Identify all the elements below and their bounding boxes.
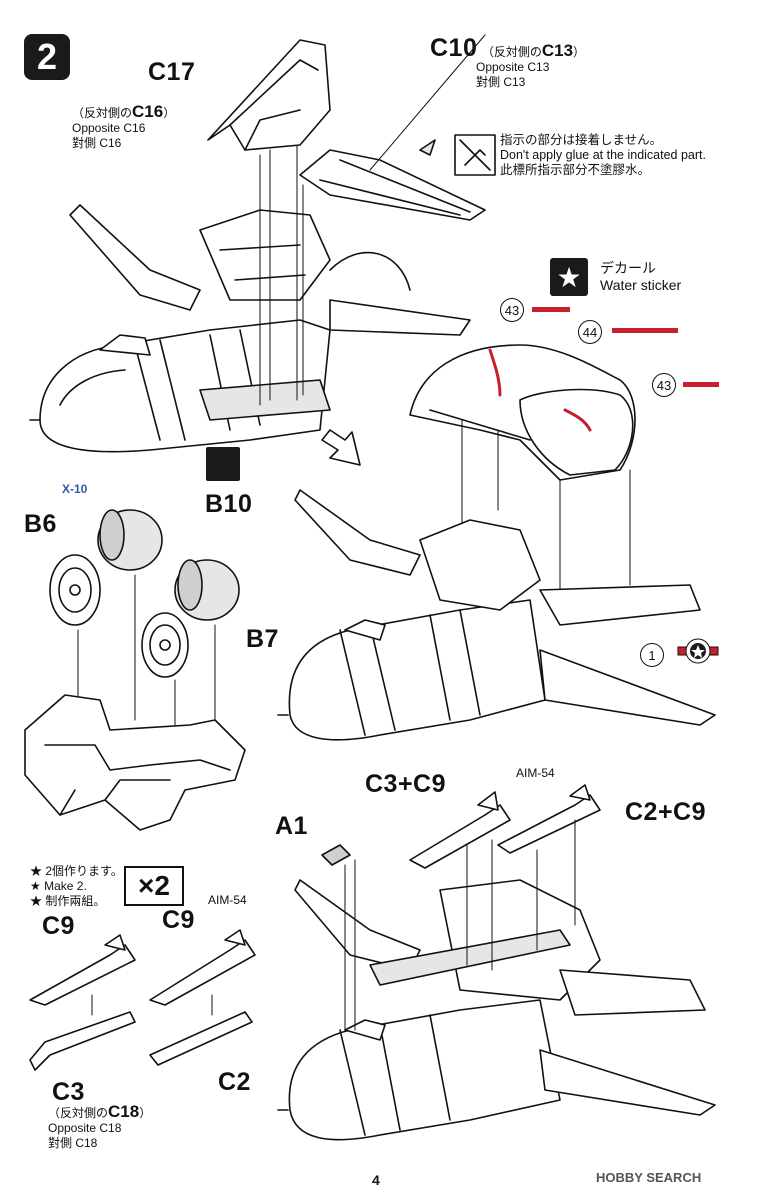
label-c2-c9: C2+C9 <box>625 798 707 826</box>
decal-note: デカール Water sticker <box>600 260 681 294</box>
note-c16-part: C16 <box>132 102 164 121</box>
decal-note-jp: デカール <box>600 260 656 276</box>
fuselage-bottom-drawing <box>277 844 716 1141</box>
decal-number-44: 44 <box>578 320 602 344</box>
star-decal-icon: ★ <box>550 258 588 296</box>
note-c16-jp-suffix: ） <box>163 106 176 120</box>
glue-note: 指示の部分は接着しません。 Don't apply glue at the in… <box>500 133 706 178</box>
note-c10: C10 （反対側のC13） <box>430 34 585 63</box>
make-two-zh: ★ 制作兩組。 <box>30 894 106 908</box>
label-c2: C2 <box>218 1068 251 1096</box>
decal-stripe-44 <box>612 328 678 333</box>
note-c10-opposite: Opposite C13 <box>476 60 550 74</box>
note-c16-zh: 對側 C16 <box>72 136 122 150</box>
make-two-badge: ×2 <box>124 866 184 906</box>
decal-number-1: 1 <box>640 643 664 667</box>
label-b7: B7 <box>246 625 279 653</box>
intake-part-drawing <box>409 344 636 621</box>
missiles-top-drawing <box>409 784 601 971</box>
missiles-left-drawing <box>29 929 256 1071</box>
note-c18-jp-prefix: （反対側の <box>48 1106 109 1120</box>
note-c16: （反対側のC16） Opposite C16 對側 C16 <box>72 102 176 151</box>
note-c10-part: C13 <box>541 41 574 60</box>
label-c17: C17 <box>148 58 196 86</box>
note-c18-part: C18 <box>108 1102 140 1121</box>
roundel-decal-icon <box>676 638 720 664</box>
glue-note-en: Don't apply glue at the indicated part. <box>500 148 706 162</box>
make-two-note: ★ 2個作ります。 ★ Make 2. ★ 制作兩組。 <box>30 864 123 909</box>
label-aim54-top: AIM-54 <box>516 766 555 780</box>
c17-part-drawing <box>207 39 331 406</box>
decal-number-43a: 43 <box>500 298 524 322</box>
note-c10-zh: 對側 C13 <box>476 75 526 89</box>
make-two-en: ★ Make 2. <box>30 879 87 893</box>
no-glue-icon <box>454 134 496 176</box>
label-c9-right: C9 <box>162 906 195 934</box>
label-aim54-left: AIM-54 <box>208 893 247 907</box>
note-c10-jp-suffix: ） <box>573 45 586 59</box>
engine-parts-drawing <box>24 509 246 831</box>
label-c10: C10 <box>430 34 478 62</box>
glue-note-zh: 此標所指示部分不塗膠水。 <box>500 163 651 177</box>
label-a1: A1 <box>275 812 308 840</box>
watermark-logo: HOBBY SEARCH <box>596 1170 702 1185</box>
note-c18: （反対側のC18） Opposite C18 對側 C18 <box>48 1102 152 1151</box>
make-two-jp: ★ 2個作ります。 <box>30 864 123 878</box>
decal-note-en: Water sticker <box>600 277 682 293</box>
glue-note-jp: 指示の部分は接着しません。 <box>500 133 663 147</box>
decal-stripe-43b <box>683 382 719 387</box>
note-c10-sub: Opposite C13 對側 C13 <box>476 60 549 90</box>
fuselage-top-left-drawing <box>29 204 471 453</box>
label-x10: X-10 <box>62 482 88 496</box>
direction-arrow <box>321 429 361 466</box>
fuselage-middle-drawing <box>277 489 716 741</box>
label-b10: B10 <box>205 490 253 518</box>
c10-part-drawing <box>299 34 486 221</box>
page-number: 4 <box>372 1172 380 1188</box>
note-c16-jp-prefix: （反対側の <box>72 106 133 120</box>
note-c18-opposite: Opposite C18 <box>48 1121 122 1135</box>
step-number-badge: 2 <box>24 34 70 80</box>
note-c18-zh: 對側 C18 <box>48 1136 98 1150</box>
note-c16-opposite: Opposite C16 <box>72 121 146 135</box>
label-c3: C3 <box>52 1078 85 1106</box>
note-c18-jp-suffix: ） <box>139 1106 152 1120</box>
decal-stripe-43a <box>532 307 570 312</box>
label-c3-c9: C3+C9 <box>365 770 447 798</box>
label-c9-left: C9 <box>42 912 75 940</box>
note-c10-jp-prefix: （反対側の <box>481 45 542 59</box>
paint-brush-icon <box>206 447 240 481</box>
decal-number-43b: 43 <box>652 373 676 397</box>
label-b6: B6 <box>24 510 57 538</box>
